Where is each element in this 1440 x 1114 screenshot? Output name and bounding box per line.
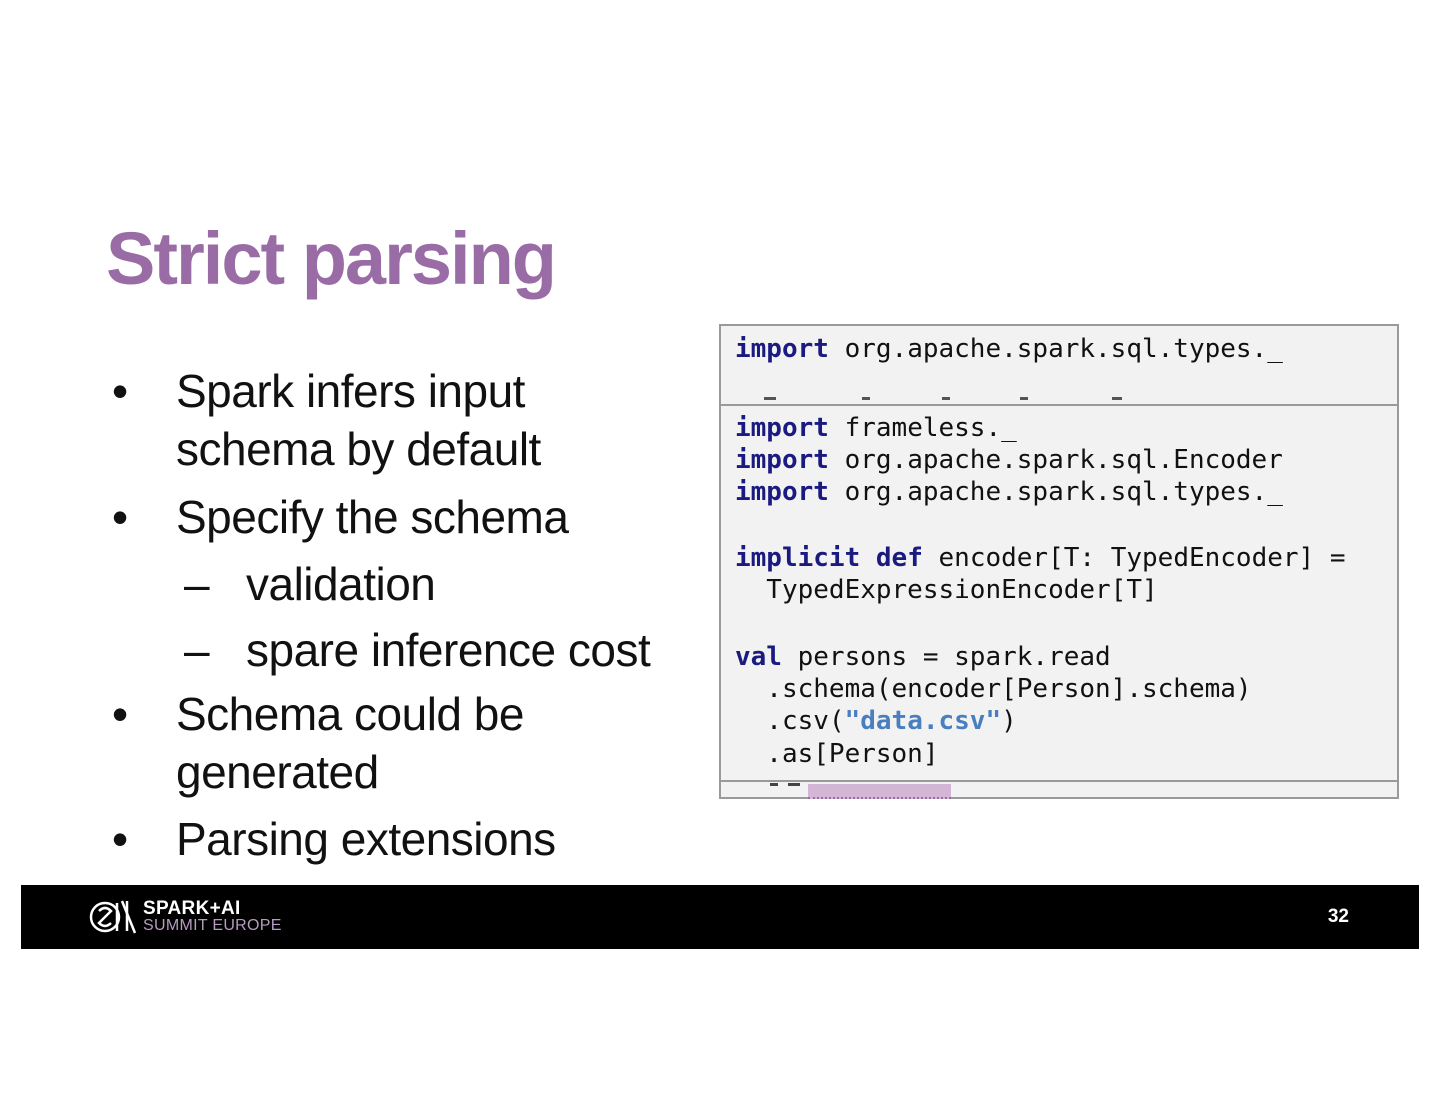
brand-name: SPARK+AI	[143, 898, 241, 919]
sub-bullet-text: validation	[246, 558, 436, 610]
code-line: import org.apache.spark.sql.types._	[735, 333, 1283, 365]
page-number: 32	[1327, 906, 1349, 927]
code-keyword: implicit	[735, 543, 861, 573]
bullet-marker: •	[112, 491, 128, 543]
bullet-line: Spark infers input	[176, 365, 525, 417]
code-text: .csv(	[735, 706, 845, 736]
code-text: persons = spark.read	[781, 642, 1111, 672]
code-keyword: import	[735, 413, 829, 443]
bullet-line: schema by default	[176, 423, 541, 475]
sub-bullet-marker: –	[184, 558, 210, 610]
code-text: org.apache.spark.sql.types._	[828, 334, 1283, 364]
bullet-text: Parsing extensions	[176, 813, 556, 865]
code-line: import org.apache.spark.sql.types._	[735, 476, 1283, 508]
bullet-list: • Spark infers input schema by default •…	[0, 0, 700, 880]
code-text: )	[1001, 706, 1017, 736]
bullet-marker: •	[112, 365, 128, 417]
sub-bullet-marker: –	[184, 624, 210, 676]
code-line: .schema(encoder[Person].schema)	[735, 674, 1252, 704]
code-partial-line	[752, 389, 1132, 403]
code-partial-line	[770, 783, 960, 798]
bullet-text: Specify the schema	[176, 491, 569, 543]
code-keyword: def	[875, 543, 923, 573]
code-keyword: import	[735, 477, 829, 507]
code-line: .csv("data.csv")	[735, 705, 1017, 737]
bullet-text: Spark infers input schema by default	[176, 362, 541, 478]
code-line: val persons = spark.read	[735, 641, 1111, 673]
code-line: .as[Person]	[735, 739, 939, 769]
slide-title: Strict parsing	[106, 217, 557, 300]
code-line: TypedExpressionEncoder[T]	[735, 575, 1158, 605]
footer-bar: SPARK+AI SUMMIT EUROPE 32	[21, 885, 1419, 949]
code-line: import org.apache.spark.sql.Encoder	[735, 444, 1283, 476]
code-text: encoder[T: TypedEncoder] =	[922, 543, 1346, 573]
code-keyword: val	[735, 642, 782, 672]
code-keyword: import	[735, 445, 829, 475]
code-text: frameless._	[828, 413, 1017, 443]
brand-subtitle: SUMMIT EUROPE	[143, 917, 282, 934]
bullet-line: Schema could be	[176, 688, 524, 740]
sub-bullet-text: spare inference cost	[246, 624, 651, 676]
bullet-marker: •	[112, 813, 128, 865]
bullet-marker: •	[112, 688, 128, 740]
highlight-mark	[808, 784, 951, 799]
code-keyword: import	[735, 334, 829, 364]
code-text: org.apache.spark.sql.types._	[828, 477, 1283, 507]
code-line: import frameless._	[735, 412, 1017, 444]
code-text: org.apache.spark.sql.Encoder	[828, 445, 1283, 475]
code-string: "data.csv"	[844, 706, 1002, 736]
code-panel	[719, 404, 1399, 782]
spark-ai-logo-icon	[89, 900, 137, 934]
code-line: implicit def encoder[T: TypedEncoder] =	[735, 542, 1346, 574]
bullet-line: generated	[176, 746, 379, 798]
bullet-text: Schema could be generated	[176, 685, 524, 801]
